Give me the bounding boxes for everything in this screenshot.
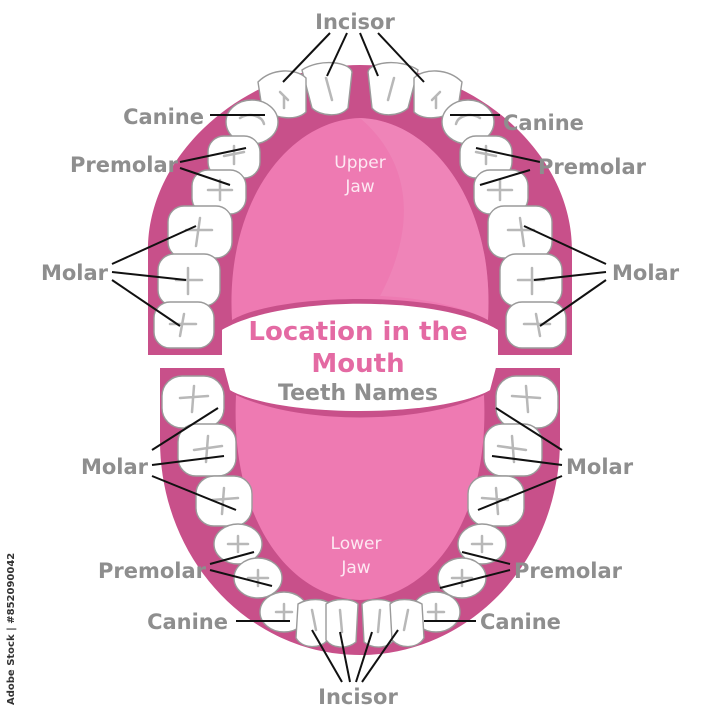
upper-palate-highlight	[360, 118, 489, 320]
label-lower-incisor: Incisor	[318, 685, 398, 709]
upper-jaw-label-line2: Jaw	[344, 177, 374, 197]
label-lower-premolar-left: Premolar	[98, 559, 207, 583]
lower-palate	[235, 395, 485, 600]
diagram-subtitle: Teeth Names	[278, 381, 438, 406]
stock-credit: Adobe Stock | #852090042	[6, 552, 17, 705]
upper-incisor-tooth	[367, 62, 419, 116]
upper-molar-tooth	[487, 205, 553, 259]
lower-jaw-label-line1: Lower	[331, 534, 382, 554]
mouth-opening	[222, 303, 498, 411]
diagram-title-line1: Location in the	[248, 317, 467, 347]
label-lower-premolar-right: Premolar	[514, 559, 623, 583]
label-lower-molar-left: Molar	[81, 455, 149, 479]
lower-incisor-tooth	[295, 598, 331, 648]
label-upper-premolar-right: Premolar	[538, 155, 647, 179]
upper-jaw-label-line1: Upper	[334, 153, 385, 173]
label-upper-molar-right: Molar	[612, 261, 680, 285]
lower-incisor-tooth	[389, 598, 425, 648]
label-lower-canine-left: Canine	[147, 610, 228, 634]
upper-molar-tooth	[167, 205, 233, 259]
label-lower-canine-right: Canine	[480, 610, 561, 634]
lower-jaw-label-line2: Jaw	[340, 558, 370, 578]
label-upper-molar-left: Molar	[41, 261, 109, 285]
upper-incisor-tooth	[301, 62, 353, 116]
pointer-lines	[111, 32, 607, 683]
diagram-title-line2: Mouth	[311, 349, 404, 379]
upper-teeth	[153, 62, 567, 349]
label-upper-canine-right: Canine	[503, 111, 584, 135]
label-upper-premolar-left: Premolar	[70, 153, 179, 177]
label-upper-canine-left: Canine	[123, 105, 204, 129]
label-upper-incisor: Incisor	[315, 10, 395, 34]
label-lower-molar-right: Molar	[566, 455, 634, 479]
